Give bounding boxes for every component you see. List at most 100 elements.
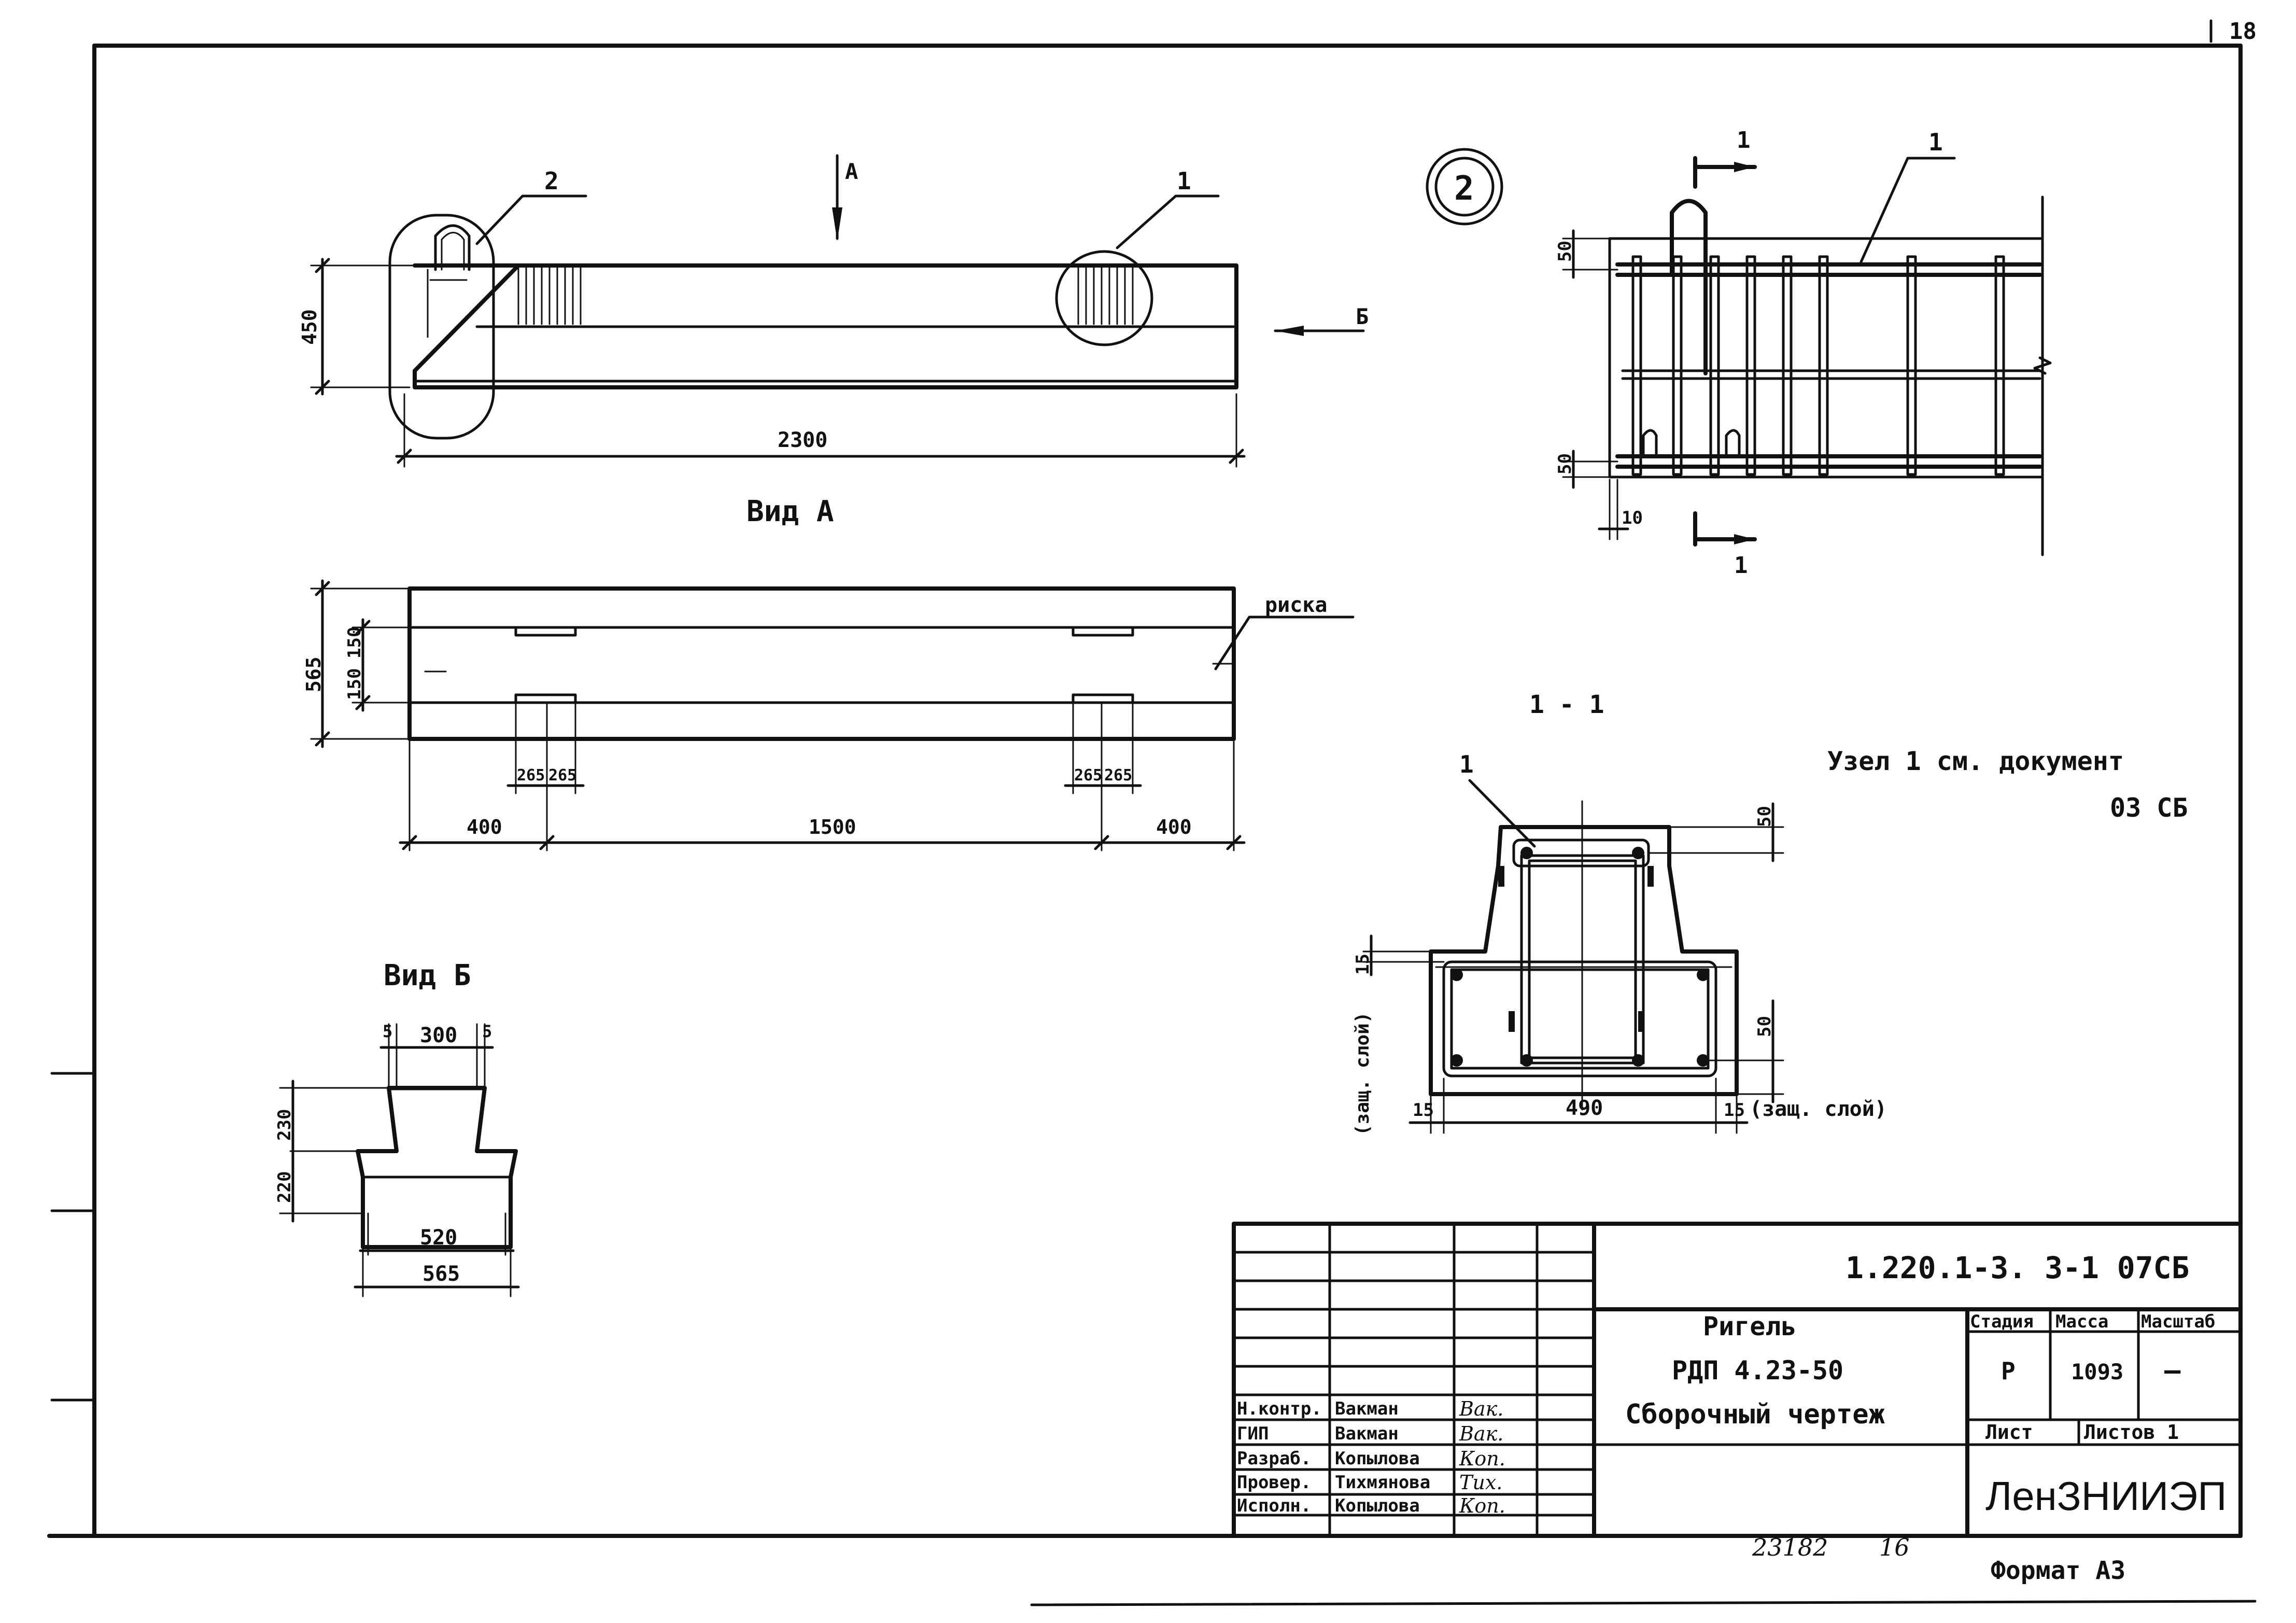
page-number: 18 [2229,18,2257,45]
dim-sec-left-note: (защ. слой) [1352,1012,1373,1136]
sheets-header: Листов 1 [2084,1421,2179,1444]
dim-plan-right: 400 [1156,816,1192,838]
role-5-sign: Коп. [1459,1494,1505,1517]
riska-leader [1214,615,1355,670]
riska-label: риска [1265,593,1327,617]
format-label: Формат А3 [1991,1556,2125,1585]
node-2-detail: 2 1 1 1 [1426,127,2052,579]
node-2-ellipse [388,214,495,440]
dim-plan-lower: 150 [344,668,365,700]
dim-vb-top: 300 [420,1024,457,1047]
node-2-number: 2 [1454,170,1474,208]
dim-sec-right-note: (защ. слой) [1750,1097,1887,1121]
dim-elev-length: 2300 [778,428,827,452]
section-1-1: 1 50 15 (защ. слой) 50 15 490 15 (защ. с… [1352,750,1887,1136]
elevation-hatch-right [1077,266,1134,325]
stage-value: Р [2001,1357,2016,1385]
scale-value: — [2164,1355,2181,1386]
slot-bottom-right [1072,693,1134,704]
detail-lifting-loop-icon [1670,199,1708,375]
lifting-loop-icon [434,224,471,271]
elevation-hatch-left [517,266,582,325]
detail-leader-1 [1860,157,1956,263]
dim-det-50-top: 50 [1555,241,1575,262]
role-4: Провер. [1237,1472,1311,1493]
view-a-title: Вид А [746,495,834,528]
title-line2: РДП 4.23-50 [1672,1355,1843,1386]
section-title: 1 - 1 [1529,690,1604,719]
inventory-number: 23182 [1752,1533,1828,1561]
role-2-sign: Вак. [1459,1422,1503,1445]
dim-plan-left: 400 [467,816,502,838]
dim-plan-slot-r2: 265 [1104,766,1132,785]
role-2: ГИП [1237,1423,1269,1444]
dim-plan-mid: 1500 [809,816,856,838]
role-1-name: Вакман [1335,1398,1399,1419]
leader-2-line [475,194,587,245]
leader-2-label: 2 [544,167,559,195]
node-note-line2: 03 СБ [2110,793,2188,823]
title-line1: Ригель [1703,1311,1797,1341]
section-mark-bottom: 1 [1734,552,1748,579]
title-line3: Сборочный чертеж [1625,1399,1885,1430]
role-3-sign: Коп. [1459,1447,1505,1470]
dim-sec-left: 15 [1413,1100,1434,1121]
node-note-line1: Узел 1 см. документ [1827,746,2124,776]
dim-vb-top-gap-r: 5 [482,1022,492,1041]
section-leader-1 [1468,779,1536,848]
slot-bottom-left [514,693,577,704]
node-1-circle [1055,250,1153,346]
role-4-name: Тихмянова [1335,1472,1430,1493]
dim-plan-height: 565 [302,656,325,692]
leader-1-label: 1 [1177,167,1191,195]
dim-plan-upper: 150 [344,627,365,659]
title-block: 1.220.1-3. 3-1 07СБ Ригель РДП 4.23-50 С… [1232,1222,2243,1538]
doc-code: 1.220.1-3. 3-1 07СБ [1846,1250,2189,1285]
role-1: Н.контр. [1237,1398,1322,1419]
section-leader-1-label: 1 [1459,750,1474,778]
dim-vb-base: 520 [420,1226,457,1250]
dim-sec-side-cover: 15 [1353,954,1373,975]
elevation-view: 1 2 А Б 450 2300 [298,154,1369,468]
dim-vb-lower-h: 220 [274,1171,295,1203]
detail-leader-1-label: 1 [1928,128,1943,156]
dim-sec-bottom-cover: 50 [1754,1016,1775,1037]
leader-1-line [1116,194,1220,249]
stage-header: Стадия [1970,1311,2034,1332]
mass-header: Масса [2055,1311,2108,1332]
organization-name: ЛенЗНИИЭП [1985,1473,2227,1519]
view-b-drawing: 5 300 5 230 220 520 565 [274,1022,520,1297]
role-3: Разраб. [1237,1448,1311,1469]
role-1-sign: Вак. [1459,1397,1503,1420]
dim-sec-width: 490 [1566,1096,1603,1120]
dim-vb-top-gap-l: 5 [383,1022,392,1041]
arrow-a-label: А [845,159,858,184]
arrow-b-label: Б [1356,304,1369,329]
dim-det-10: 10 [1622,508,1643,528]
mass-value: 1093 [2071,1359,2123,1384]
slot-top-left [514,626,577,637]
inventory-suffix: 16 [1879,1533,1910,1561]
role-3-name: Копылова [1335,1448,1420,1469]
slot-top-right [1072,626,1134,637]
sheet-header: Лист [1985,1421,2033,1444]
dim-plan-slot-r1: 265 [1074,766,1102,785]
role-4-sign: Тих. [1459,1471,1502,1494]
section-mark-top: 1 [1737,127,1751,153]
sheet-frame: 18 [47,18,2257,1606]
plan-view: риска 565 150 150 265 265 265 265 [302,579,1355,851]
dim-vb-upper-h: 230 [274,1109,295,1141]
dim-vb-overall: 565 [422,1262,460,1286]
view-b-title: Вид Б [384,959,471,992]
role-5-name: Копылова [1335,1495,1420,1516]
dim-plan-slot-l1: 265 [517,766,545,785]
dim-elev-height: 450 [298,309,321,345]
dim-sec-top-cover: 50 [1754,806,1775,827]
role-5: Исполн. [1237,1495,1311,1516]
scale-header: Масштаб [2141,1311,2215,1332]
dim-det-50-bot: 50 [1555,453,1575,474]
dim-plan-slot-l2: 265 [548,766,576,785]
node-2-outer-circle [1426,148,1503,226]
role-2-name: Вакман [1335,1423,1399,1444]
